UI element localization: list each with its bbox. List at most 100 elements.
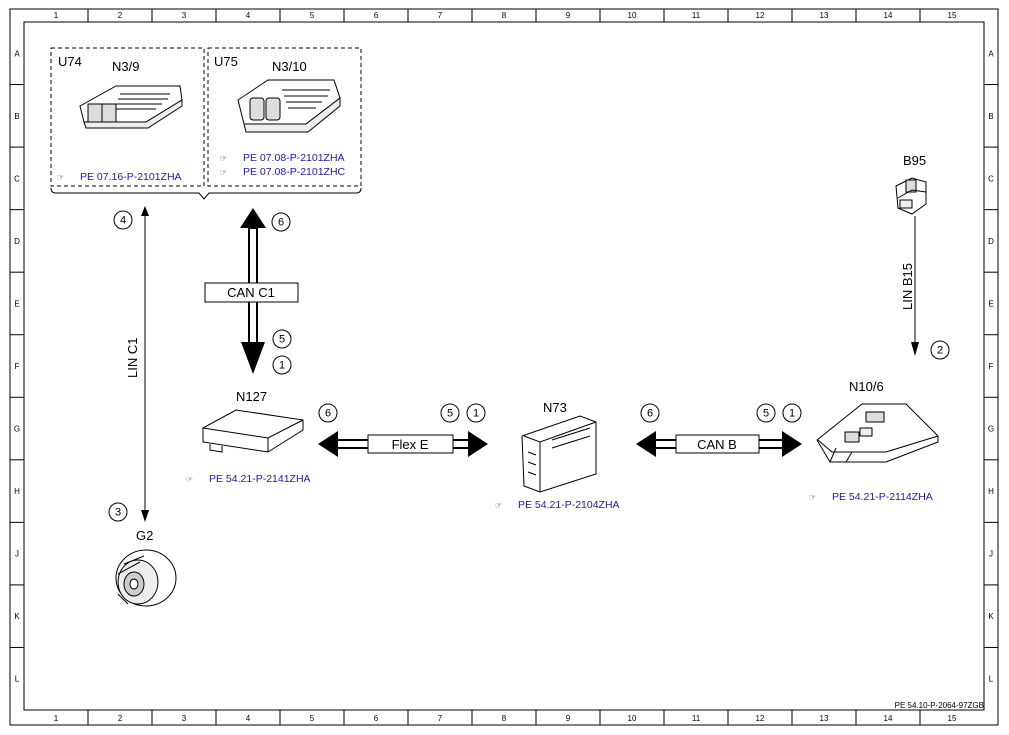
marker-m1-canb: 1 (782, 403, 802, 423)
ecu-n3-10-icon (237, 79, 341, 133)
grid-row-label: L (989, 675, 994, 684)
grid-column-label: 10 (628, 11, 637, 20)
grid-row-label: C (14, 174, 20, 183)
grid-ticks (10, 9, 998, 725)
grid-column-label: 7 (438, 11, 443, 20)
grid-column-label: 14 (884, 11, 893, 20)
b95-code: B95 (903, 153, 926, 168)
n73-ref-text[interactable]: PE 54.21-P-2104ZHA (518, 499, 620, 511)
u74-tag: U74 (58, 54, 82, 69)
grid-column-label: 13 (820, 714, 829, 723)
svg-text:5: 5 (447, 408, 453, 420)
marker-m6-flex: 6 (318, 403, 338, 423)
manual-hand-icon: ☞ (220, 168, 227, 177)
grid-row-label: D (988, 237, 994, 246)
n10-6-ref: ☞ PE 54.21-P-2114ZHA (809, 491, 933, 503)
svg-text:5: 5 (763, 408, 769, 420)
grid-row-label: B (988, 112, 993, 121)
svg-text:6: 6 (278, 217, 284, 229)
alternator-g2-icon (115, 549, 177, 607)
grid-column-label: 8 (502, 714, 507, 723)
svg-text:2: 2 (937, 345, 943, 357)
grid-row-label: G (988, 425, 994, 434)
grid-column-label: 15 (948, 11, 957, 20)
grid-column-label: 5 (310, 714, 315, 723)
grid-column-label: 11 (692, 714, 701, 723)
lin-b15-label: LIN B15 (900, 263, 915, 310)
u74-ref: ☞ PE 07.16-P-2101ZHA (57, 171, 182, 183)
svg-text:3: 3 (115, 507, 121, 519)
svg-text:5: 5 (279, 334, 285, 346)
u75-ref-2: ☞ PE 07.08-P-2101ZHC (220, 166, 346, 178)
manual-hand-icon: ☞ (495, 501, 502, 510)
grid-column-label: 9 (566, 11, 571, 20)
grid-column-label: 6 (374, 11, 379, 20)
svg-text:6: 6 (647, 408, 653, 420)
grid-row-label: F (989, 362, 994, 371)
flex-e-label: Flex E (392, 437, 429, 452)
svg-text:6: 6 (325, 408, 331, 420)
u75-ref-text-1[interactable]: PE 07.08-P-2101ZHA (243, 152, 345, 164)
u75-ref-text-2[interactable]: PE 07.08-P-2101ZHC (243, 166, 346, 178)
outer-frame (9, 8, 999, 726)
sam-control-unit-n10-6-icon (816, 403, 939, 463)
marker-m1-top: 1 (272, 355, 292, 375)
grid-column-label: 7 (438, 714, 443, 723)
grid-labels: 1122334455667788991010111112121313141415… (14, 11, 994, 723)
u74-code: N3/9 (112, 59, 139, 74)
u74-ref-text[interactable]: PE 07.16-P-2101ZHA (80, 171, 182, 183)
g2-code: G2 (136, 528, 153, 543)
marker-m5-flex: 5 (440, 403, 460, 423)
marker-m3: 3 (108, 502, 128, 522)
grid-row-label: J (989, 550, 993, 559)
grid-column-label: 2 (118, 11, 123, 20)
document-code: PE 54.10-P-2064-97ZGB (895, 701, 984, 710)
n10-6-ref-text[interactable]: PE 54.21-P-2114ZHA (832, 491, 933, 503)
grid-column-label: 13 (820, 11, 829, 20)
grid-row-label: A (988, 49, 994, 58)
manual-hand-icon: ☞ (186, 475, 193, 484)
grid-row-label: E (14, 299, 19, 308)
grid-column-label: 12 (756, 714, 765, 723)
grid-row-label: B (14, 112, 19, 121)
can-c1-label: CAN C1 (227, 285, 275, 300)
u74-box (50, 47, 205, 187)
grid-column-label: 11 (692, 11, 701, 20)
marker-m6-top: 6 (271, 212, 291, 232)
u75-tag: U75 (214, 54, 238, 69)
n73-ref: ☞ PE 54.21-P-2104ZHA (495, 499, 620, 511)
svg-text:1: 1 (279, 360, 285, 372)
ecu-n3-9-icon (79, 85, 183, 129)
grid-row-label: A (14, 49, 20, 58)
u75-ref-1: ☞ PE 07.08-P-2101ZHA (220, 152, 345, 164)
n127-ref-text[interactable]: PE 54.21-P-2141ZHA (209, 473, 311, 485)
marker-m1-flex: 1 (466, 403, 486, 423)
grid-column-label: 12 (756, 11, 765, 20)
group-brace (50, 187, 362, 200)
grid-column-label: 4 (246, 714, 251, 723)
marker-m6-canb: 6 (640, 403, 660, 423)
n73-code: N73 (543, 400, 567, 415)
grid-column-label: 1 (54, 714, 59, 723)
n10-6-code: N10/6 (849, 379, 884, 394)
manual-hand-icon: ☞ (57, 173, 64, 182)
grid-row-label: C (988, 174, 994, 183)
marker-m4: 4 (113, 210, 133, 230)
grid-column-label: 6 (374, 714, 379, 723)
marker-m5-canb: 5 (756, 403, 776, 423)
n127-ref: ☞ PE 54.21-P-2141ZHA (186, 473, 311, 485)
manual-hand-icon: ☞ (809, 493, 816, 502)
grid-column-label: 15 (948, 714, 957, 723)
flex-e-connection: Flex E (318, 431, 488, 457)
connection-markers: 4 6 5 1 2 3 6 5 1 6 5 1 (108, 210, 950, 522)
lin-b15-connection: LIN B15 (900, 216, 919, 356)
grid-row-label: H (14, 487, 20, 496)
grid-row-label: H (988, 487, 994, 496)
grid-column-label: 3 (182, 714, 187, 723)
can-b-connection: CAN B (636, 431, 802, 457)
control-unit-n127-icon (202, 409, 304, 453)
grid-column-label: 5 (310, 11, 315, 20)
svg-text:1: 1 (473, 408, 479, 420)
grid-row-label: L (15, 675, 20, 684)
u75-box (207, 47, 362, 187)
